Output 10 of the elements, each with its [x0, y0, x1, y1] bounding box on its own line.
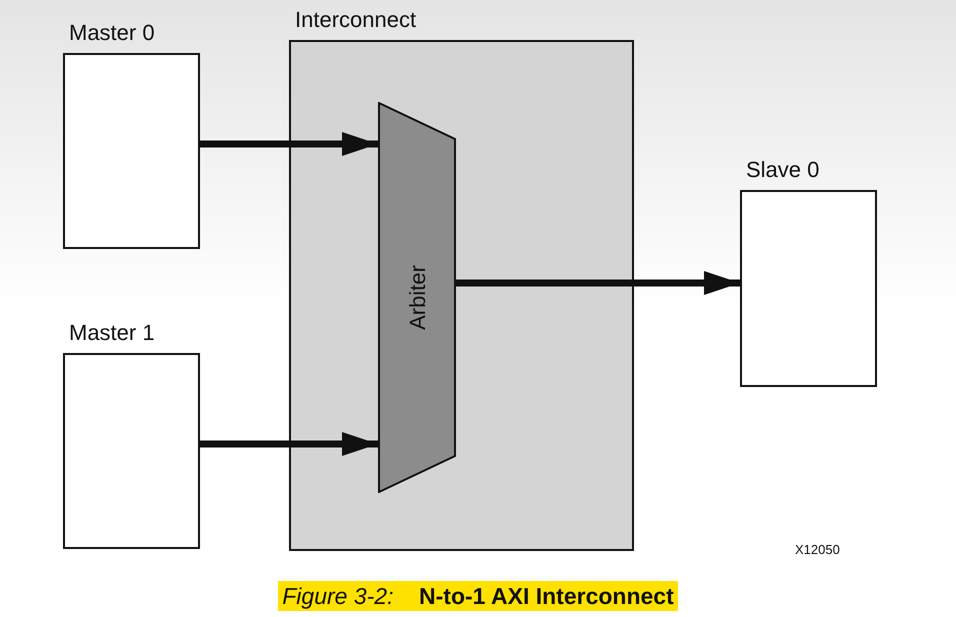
block-heading: Master 1	[69, 319, 155, 347]
block-heading: Interconnect	[295, 6, 416, 34]
arrow	[456, 271, 740, 295]
block-label: Arbiter	[404, 265, 430, 330]
arrow	[200, 132, 378, 156]
figure-caption: Figure 3-2: N-to-1 AXI Interconnect	[278, 581, 678, 611]
block-heading: Master 0	[69, 19, 155, 47]
arrow	[200, 432, 378, 456]
block-heading: Slave 0	[746, 156, 820, 184]
figure-id: X12050	[795, 541, 840, 559]
